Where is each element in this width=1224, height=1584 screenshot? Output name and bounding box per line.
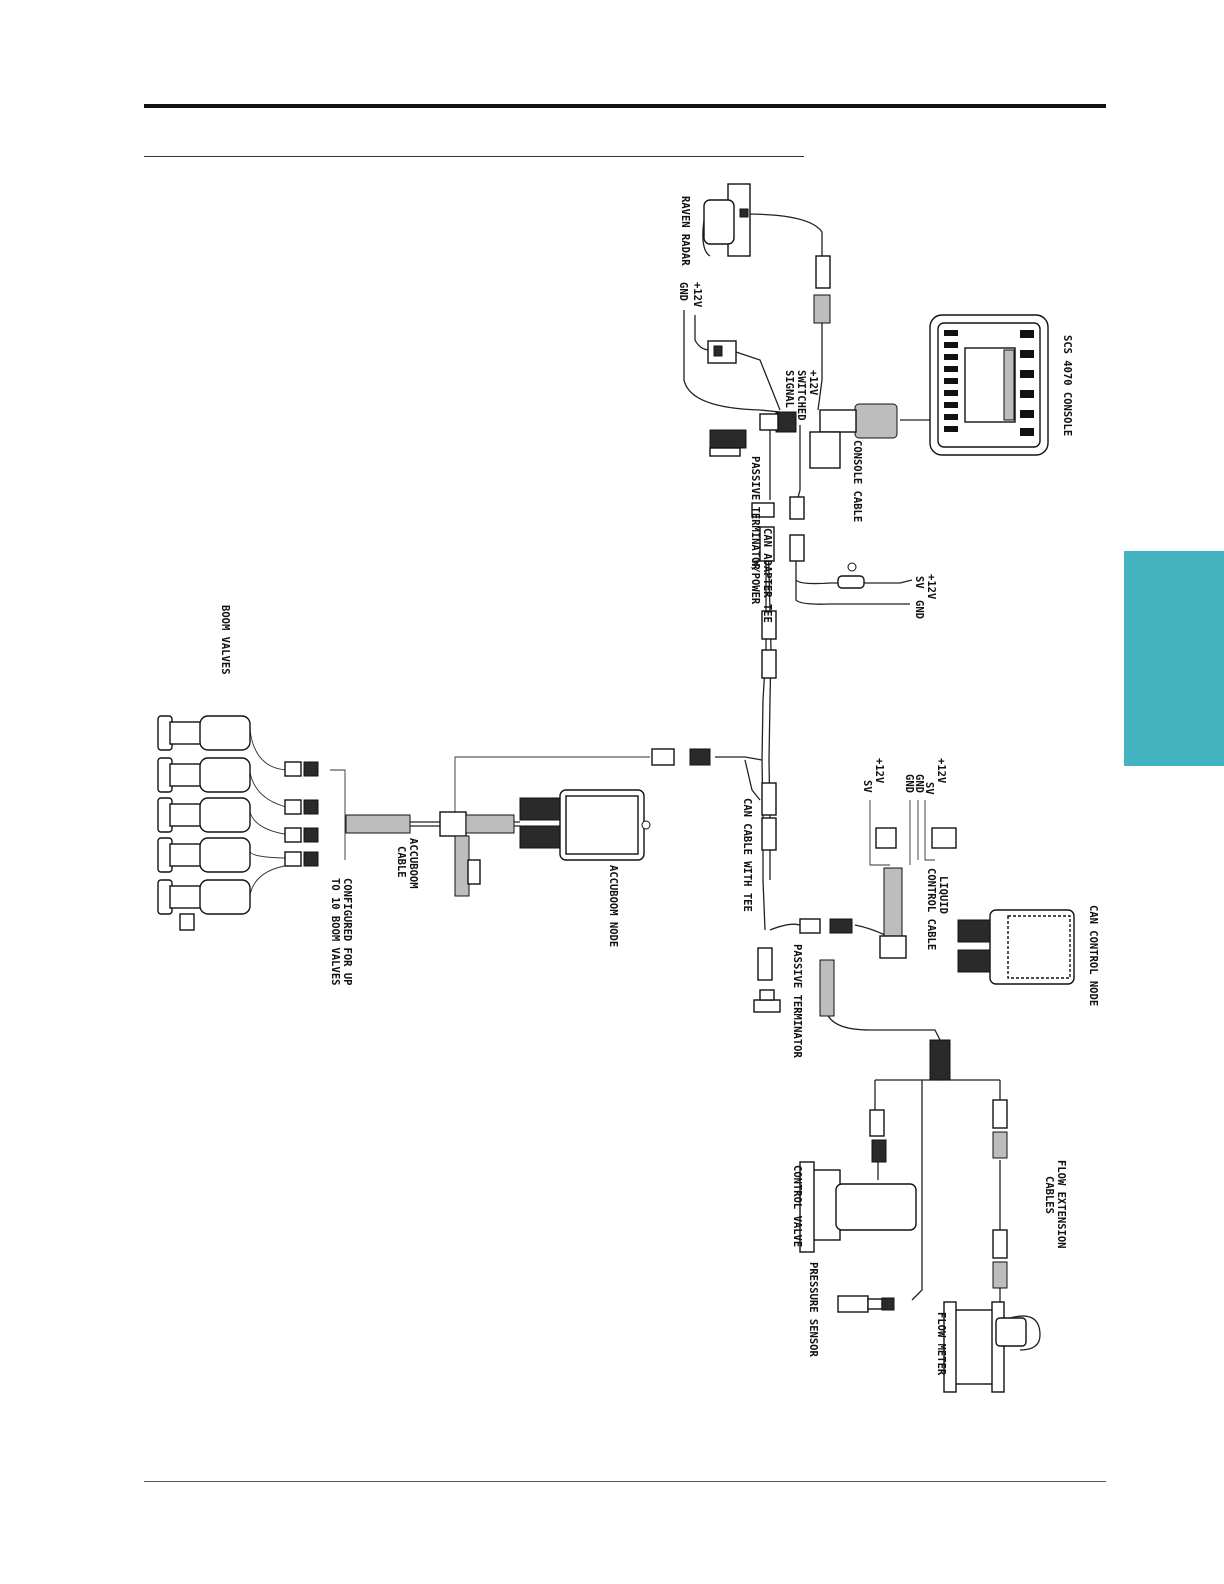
boom-valve-bank (157, 715, 251, 931)
label-flow-ext-a: FLOW EXTENSION (1055, 1160, 1067, 1249)
can-branch-connectors (799, 918, 853, 934)
control-valve (799, 1109, 917, 1253)
label-configured-b: TO 10 BOOM VALVES (329, 878, 341, 985)
boom-valve-connectors (284, 761, 319, 867)
label-liquid-right-gnd-a: GND (913, 774, 925, 793)
flow-extension-connectors (992, 1099, 1008, 1289)
label-signal: SIGNAL (783, 370, 795, 408)
flow-harness-junction (929, 1039, 951, 1081)
passive-terminator-bottom (753, 989, 781, 1013)
label-accuboom-node: ACCUBOOM NODE (607, 865, 619, 947)
label-switched: SWITCHED (795, 370, 807, 421)
pressure-sensor (837, 1295, 895, 1313)
label-control-valve: CONTROL VALVE (791, 1165, 803, 1247)
console-unit[interactable] (929, 314, 1049, 456)
label-pwr-gnd: GND (913, 600, 925, 619)
diagram-labels: RAVEN RADAR SCS 4070 CONSOLE CONSOLE CAB… (219, 196, 1099, 1376)
label-wpower: W/POWER (749, 560, 761, 605)
fuse-holder (837, 562, 865, 589)
console-cable-connector (759, 403, 898, 469)
radar-unit (702, 183, 751, 257)
section-rule (144, 156, 804, 157)
label-liquid-control-b: CONTROL CABLE (925, 868, 937, 950)
label-liquid-control-a: LIQUID (937, 876, 949, 914)
label-pressure-sensor: PRESSURE SENSOR (807, 1262, 819, 1358)
label-raven-radar: RAVEN RADAR (679, 196, 691, 266)
section-tab[interactable] (1124, 551, 1224, 766)
label-switched-12v: +12V (807, 370, 819, 396)
label-liquid-right-12v: +12V (935, 758, 947, 784)
label-configured-a: CONFIGURED FOR UP (341, 878, 353, 985)
label-accuboom-cable-a: ACCUBOOM (407, 838, 419, 889)
flow-meter (943, 1301, 1041, 1393)
label-liquid-sv: SV (861, 780, 873, 793)
label-flow-meter: FLOW METER (935, 1312, 947, 1376)
can-adapter-tee (751, 496, 805, 679)
accuboom-cable-loom (345, 811, 515, 897)
accuboom-can-connector (651, 748, 711, 766)
label-liquid-12v: +12V (873, 758, 885, 784)
can-control-node[interactable] (957, 909, 1075, 985)
label-flow-ext-b: CABLES (1043, 1176, 1055, 1214)
label-pwr-12v: +12V (925, 574, 937, 600)
liquid-control-cable (819, 827, 957, 1017)
label-top-gnd: GND (677, 282, 689, 301)
cable-runs (249, 213, 1001, 1310)
label-liquid-right-sv: SV (923, 782, 935, 795)
label-liquid-right-gnd-b: GND (903, 774, 915, 793)
passive-terminator-top (709, 429, 747, 457)
label-accuboom-cable-b: CABLE (395, 846, 407, 878)
label-can-control-node: CAN CONTROL NODE (1087, 905, 1099, 1006)
header-rule (144, 104, 1106, 108)
label-console-cable: CONSOLE CABLE (851, 440, 863, 522)
label-boom-valves: BOOM VALVES (219, 605, 231, 675)
radar-connector (813, 255, 831, 324)
label-can-adapter: CAN ADAPTER TEE (761, 528, 773, 623)
label-passive-terminator-bottom: PASSIVE TERMINATOR (791, 944, 803, 1058)
accuboom-node[interactable] (519, 789, 651, 861)
footer-rule (144, 1481, 1106, 1482)
label-pwr-sv: SV (913, 576, 925, 589)
label-scs-console: SCS 4070 CONSOLE (1061, 335, 1073, 436)
top-power-connector (707, 340, 737, 364)
label-top-12v: +12V (691, 282, 703, 308)
label-can-cable-tee: CAN CABLE WITH TEE (741, 798, 753, 912)
label-passive-terminator-top: PASSIVE TERMINATOR (749, 456, 761, 570)
can-tee-connectors (757, 782, 777, 981)
